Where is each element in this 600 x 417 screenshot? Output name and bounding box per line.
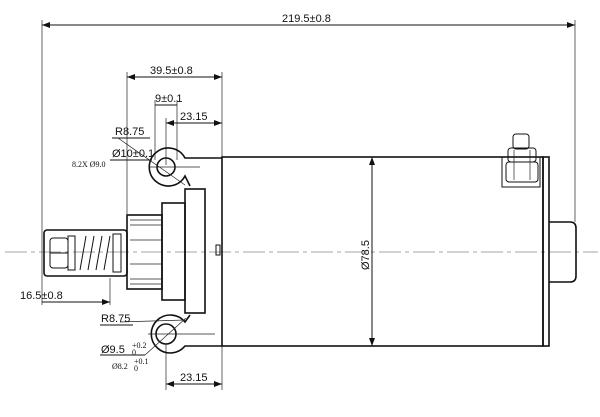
flange-offset-label: 39.5±0.8: [150, 65, 193, 77]
overall-length-dimension: 219.5±0.8: [41, 13, 576, 305]
pinion-length-dimension: 16.5±0.8: [20, 278, 111, 305]
bottom-radius-label: R8.75: [101, 313, 130, 325]
drive-end-housing: [161, 188, 221, 314]
pinion-spring-cover: [43, 229, 128, 277]
svg-text:+0.2: +0.2: [132, 341, 147, 350]
svg-text:0: 0: [132, 348, 136, 357]
svg-text:Ø9.5: Ø9.5: [101, 344, 125, 356]
svg-text:0: 0: [134, 364, 138, 373]
ear-offset-bottom-label: 23.15: [180, 372, 208, 384]
overall-length-label: 219.5±0.8: [282, 13, 331, 25]
terminal-stud: [501, 133, 541, 188]
top-radius-label: R8.75: [115, 126, 144, 138]
svg-text:+0.1: +0.1: [134, 357, 149, 366]
ear-width-dimension: 9±0.1: [154, 93, 182, 160]
pinion-length-label: 16.5±0.8: [20, 290, 63, 302]
top-mounting-ear: [110, 137, 222, 187]
svg-text:Ø8.2: Ø8.2: [112, 362, 128, 371]
body-diameter-dimension: Ø78.5: [360, 157, 375, 346]
motor-body: [221, 156, 577, 347]
top-hole-label: Ø10±0.1: [112, 148, 154, 160]
ear-offset-top-dimension: 23.15: [165, 111, 222, 165]
bottom-hole-label: Ø9.5 +0.2 0: [101, 341, 147, 357]
ear-offset-bottom-dimension: 23.15: [165, 344, 222, 390]
bottom-hole-note: Ø8.2 +0.1 0: [112, 357, 149, 373]
ear-width-label: 9±0.1: [155, 93, 182, 105]
ear-offset-top-label: 23.15: [180, 111, 208, 123]
top-hole-note: 8.2X Ø9.0: [72, 160, 106, 169]
body-diameter-label: Ø78.5: [360, 240, 372, 270]
